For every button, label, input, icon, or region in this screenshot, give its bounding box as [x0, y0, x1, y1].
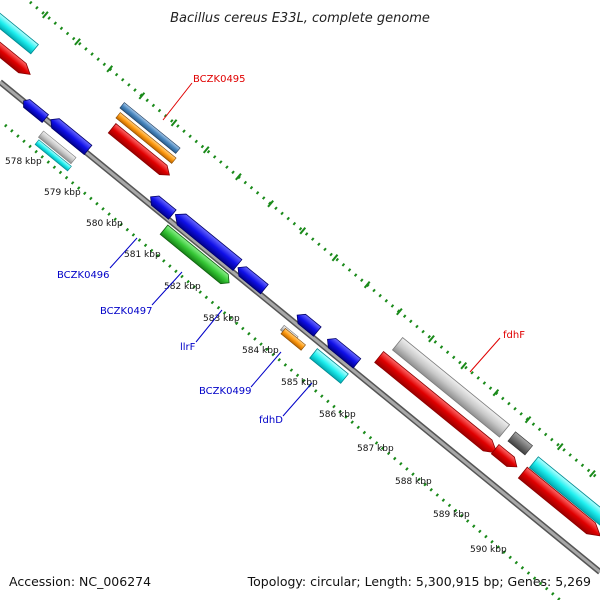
gene-label-bczk0497[interactable]: BCZK0497: [100, 306, 153, 317]
gene-labels: BCZK0495 fdhF BCZK0496 BCZK0497 llrF BCZ…: [57, 74, 525, 426]
outer-tick-mark: [106, 65, 114, 73]
gene-label-bczk0499[interactable]: BCZK0499: [199, 386, 252, 397]
gene-arrow-bczk0497[interactable]: [159, 224, 233, 287]
accession-text: Accession: NC_006274: [9, 574, 151, 589]
kbp-tick-label: 589 kbp: [433, 510, 470, 520]
gene-arrow-blue-4[interactable]: [324, 335, 362, 369]
kbp-tick-label: 585 kbp: [281, 378, 318, 388]
forward-strand-features: [0, 3, 600, 541]
gene-arrow-cyan-2[interactable]: [34, 139, 72, 172]
outer-tick-mark: [74, 38, 81, 46]
outer-dotted-ring: [29, 0, 600, 482]
map-title: Bacillus cereus E33L, complete genome: [170, 11, 430, 26]
outer-tick-mark: [396, 307, 403, 316]
gene-arrow-llrf[interactable]: [234, 263, 269, 295]
gene-arrow-bczk0499[interactable]: [280, 328, 306, 351]
kbp-tick-label: 580 kbp: [86, 219, 123, 229]
outer-tick-mark: [589, 469, 596, 478]
gene-label-fdhf[interactable]: fdhF: [503, 330, 525, 341]
outer-tick-mark: [202, 146, 210, 154]
kbp-tick-label: 586 kbp: [319, 410, 356, 420]
kbp-tick-labels: 578 kbp 579 kbp 580 kbp 581 kbp 582 kbp …: [5, 157, 507, 555]
gene-label-bczk0495[interactable]: BCZK0495: [193, 74, 246, 85]
outer-tick-mark: [524, 415, 532, 424]
outer-tick-mark: [492, 388, 500, 397]
gene-arrow-bczk0495[interactable]: [107, 123, 173, 180]
outer-tick-mark: [556, 442, 564, 451]
outer-tick-marks: [42, 11, 596, 478]
outer-tick-mark: [138, 92, 146, 100]
gene-arrow-grey-1[interactable]: [38, 130, 77, 165]
inner-dotted-ring: [4, 123, 561, 600]
gene-arrow-blue-1[interactable]: [20, 97, 50, 124]
outer-tick-mark: [331, 254, 339, 262]
gene-arrow-cyan-1[interactable]: [0, 3, 39, 55]
reverse-strand-features: [20, 97, 362, 384]
gene-label-bczk0496[interactable]: BCZK0496: [57, 270, 110, 281]
outer-tick-mark: [267, 200, 274, 208]
kbp-tick-label: 590 kbp: [470, 545, 507, 555]
kbp-tick-label: 578 kbp: [5, 157, 42, 167]
outer-tick-mark: [363, 281, 371, 289]
outer-tick-mark: [460, 361, 468, 370]
gene-arrow-blue-3[interactable]: [293, 311, 322, 337]
gene-arrow-darkgrey-fdhf[interactable]: [507, 431, 533, 456]
gene-arrow-orange-bczk0495[interactable]: [115, 112, 177, 164]
genome-backbone: [0, 79, 600, 575]
gene-arrow-cyan-right[interactable]: [528, 456, 600, 532]
gene-arrow-red-small[interactable]: [490, 443, 520, 472]
gene-arrow-bczk0497-blue[interactable]: [171, 209, 243, 272]
kbp-tick-label: 579 kbp: [44, 188, 81, 198]
kbp-tick-label: 581 kbp: [124, 250, 161, 260]
gene-arrow-blue-2[interactable]: [47, 115, 93, 156]
gene-label-llrf[interactable]: llrF: [180, 342, 196, 353]
kbp-tick-label: 588 kbp: [395, 477, 432, 487]
gene-arrow-bczk0496[interactable]: [147, 192, 177, 220]
kbp-tick-label: 583 kbp: [203, 314, 240, 324]
outer-tick-mark: [428, 334, 435, 343]
gene-arrow-red-right[interactable]: [517, 466, 600, 541]
topology-text: Topology: circular; Length: 5,300,915 bp…: [247, 574, 591, 589]
gene-label-fdhd[interactable]: fdhD: [259, 415, 283, 426]
outer-tick-mark: [299, 227, 307, 235]
gene-arrow-fdhd[interactable]: [309, 348, 349, 384]
gene-arrow-steel-bczk0495[interactable]: [119, 102, 181, 154]
label-leader-lines: [109, 82, 501, 417]
kbp-tick-label: 584 kbp: [242, 346, 279, 356]
gene-arrow-grey-fdhf[interactable]: [391, 336, 511, 438]
gene-arrow-red-1[interactable]: [0, 33, 34, 79]
outer-tick-mark: [42, 11, 49, 19]
kbp-tick-label: 582 kbp: [164, 282, 201, 292]
kbp-tick-label: 587 kbp: [357, 444, 394, 454]
outer-tick-mark: [235, 173, 242, 181]
outer-tick-mark: [170, 119, 178, 127]
gene-arrow-fdhf[interactable]: [374, 350, 502, 459]
